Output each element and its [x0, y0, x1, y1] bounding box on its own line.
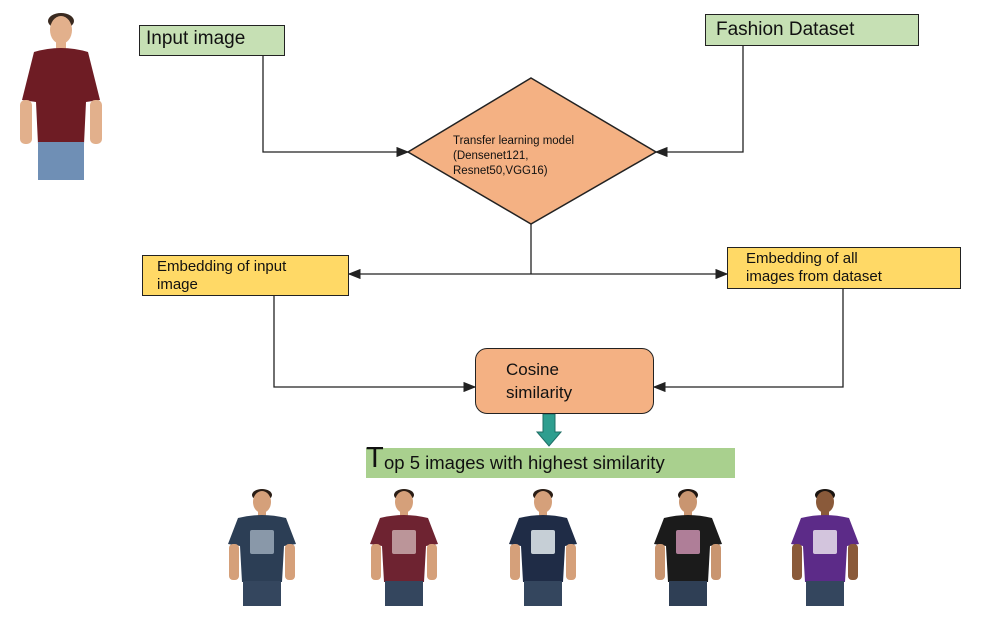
model-label-line: Resnet50,VGG16) [453, 165, 548, 177]
model-diamond [406, 77, 658, 225]
embedding-input-line: image [157, 276, 198, 293]
embedding-input-line: Embedding of input [157, 258, 287, 275]
line-input-to-model [262, 56, 410, 158]
left-arm [792, 544, 802, 580]
fashion-dataset-label: Fashion Dataset [716, 19, 855, 40]
right-arm [711, 544, 721, 580]
model-label-line: Transfer learning model [453, 135, 575, 147]
jeans [385, 581, 423, 606]
input-image-label: Input image [146, 28, 246, 49]
neck [56, 42, 66, 50]
jeans [524, 581, 562, 606]
model-label-line: (Densenet121, [453, 150, 529, 162]
shirt-graphic [392, 530, 416, 554]
jeans [669, 581, 707, 606]
neck [684, 511, 692, 517]
cosine-line: similarity [506, 383, 573, 402]
result-person-image [228, 489, 296, 606]
result-title-initial: T [366, 442, 384, 474]
embedding-input-box: Embedding of input image [142, 255, 349, 296]
head [395, 491, 413, 513]
embedding-all-box: Embedding of all images from dataset [727, 247, 961, 289]
neck [821, 511, 829, 517]
input-image-box: Input image [139, 25, 285, 56]
shirt-graphic [676, 530, 700, 554]
left-arm [20, 100, 32, 144]
jeans [806, 581, 844, 606]
line-emb-input-to-cosine [273, 296, 477, 393]
left-arm [510, 544, 520, 580]
shirt-graphic [813, 530, 837, 554]
head [50, 16, 72, 44]
cosine-similarity-box: Cosine similarity [475, 348, 654, 414]
jeans [38, 142, 84, 180]
head [253, 491, 271, 513]
result-title: op 5 images with highest similarity [384, 452, 665, 473]
line-emb-all-to-cosine [652, 289, 844, 393]
result-banner [366, 448, 735, 478]
embedding-all-line: Embedding of all [746, 250, 858, 267]
neck [400, 511, 408, 517]
right-arm [566, 544, 576, 580]
result-person-image [791, 489, 859, 606]
neck [539, 511, 547, 517]
result-person-image [654, 489, 722, 606]
jeans [243, 581, 281, 606]
left-arm [371, 544, 381, 580]
model-label: Transfer learning model (Densenet121, Re… [453, 134, 623, 179]
shirt-graphic [250, 530, 274, 554]
result-arrow [535, 413, 563, 447]
head [679, 491, 697, 513]
head [816, 491, 834, 513]
cosine-line: Cosine [506, 360, 559, 379]
result-person-image [509, 489, 577, 606]
left-arm [229, 544, 239, 580]
neck [258, 511, 266, 517]
result-person-image [370, 489, 438, 606]
shirt-graphic [531, 530, 555, 554]
right-arm [90, 100, 102, 144]
left-arm [655, 544, 665, 580]
embedding-all-line: images from dataset [746, 268, 882, 285]
input-person-image [20, 13, 102, 180]
right-arm [848, 544, 858, 580]
head [534, 491, 552, 513]
polo-shirt [22, 48, 100, 144]
right-arm [285, 544, 295, 580]
right-arm [427, 544, 437, 580]
fashion-dataset-box: Fashion Dataset [705, 14, 919, 46]
line-dataset-to-model [654, 46, 744, 158]
